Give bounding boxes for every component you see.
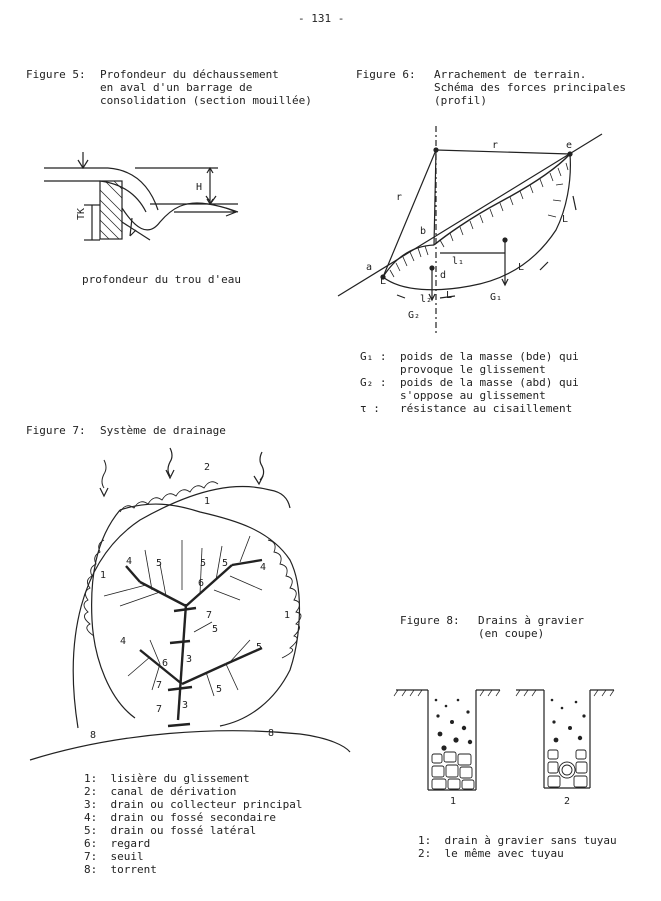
- fig8-diagram: [393, 689, 615, 791]
- fig6-legend-g2-text2: s'oppose au glissement: [400, 389, 546, 402]
- fig6-label-l1: l₁: [452, 256, 465, 267]
- fig8-caption-line-2: (en coupe): [478, 627, 545, 640]
- fig8-drain-label-2: 2: [564, 796, 571, 807]
- fig7-callout-6-b: 6: [162, 658, 169, 669]
- fig7-callout-7-b: 7: [156, 680, 163, 691]
- fig7-callout-5-b: 5: [200, 558, 207, 569]
- fig7-callout-5-e: 5: [256, 642, 263, 653]
- fig7-callout-3-b: 3: [182, 700, 189, 711]
- fig7-callout-8-a: 8: [90, 730, 97, 741]
- fig6-legend-g1-text2: provoque le glissement: [400, 363, 546, 376]
- fig7-legend-1: 1: lisière du glissement: [84, 772, 250, 785]
- fig7-callout-5-c: 5: [222, 558, 229, 569]
- fig7-legend-8: 8: torrent: [84, 863, 157, 876]
- fig8-caption-label: Figure 8:: [400, 614, 460, 627]
- fig5-caption-label: Figure 5:: [26, 68, 86, 81]
- fig6-caption-line-1: Arrachement de terrain.: [434, 68, 587, 81]
- fig7-callout-4-a: 4: [126, 556, 133, 567]
- fig7-callout-7-c: 7: [156, 704, 163, 715]
- fig8-legend-2: 2: le même avec tuyau: [418, 847, 564, 860]
- fig7-callout-2: 2: [204, 462, 211, 473]
- fig8-caption-line-1: Drains à gravier: [478, 614, 584, 627]
- fig5-caption-line-1: Profondeur du déchaussement: [100, 68, 279, 81]
- fig6-label-a: a: [366, 262, 373, 273]
- fig8-drain-label-1: 1: [450, 796, 457, 807]
- fig7-legend-4: 4: drain ou fossé secondaire: [84, 811, 277, 824]
- fig6-legend-tau-symbol: τ :: [360, 402, 380, 415]
- fig7-callout-4-c: 4: [120, 636, 127, 647]
- fig6-label-l-c: L: [518, 262, 525, 273]
- fig7-caption-text: Système de drainage: [100, 424, 226, 437]
- fig7-diagram: [29, 447, 351, 761]
- fig6-label-g1: G₁: [490, 292, 503, 303]
- fig5-caption-line-3: consolidation (section mouillée): [100, 94, 312, 107]
- fig7-legend-5: 5: drain ou fossé latéral: [84, 824, 257, 837]
- fig6-legend-g2-text: poids de la masse (abd) qui: [400, 376, 579, 389]
- fig6-legend-g1-text: poids de la masse (bde) qui: [400, 350, 579, 363]
- fig6-label-l2: l₂: [420, 294, 433, 305]
- fig7-legend-6: 6: regard: [84, 837, 151, 850]
- fig7-callout-5-f: 5: [216, 684, 223, 695]
- fig6-caption-label: Figure 6:: [356, 68, 416, 81]
- fig6-label-r-left: r: [396, 192, 403, 203]
- fig7-legend-2: 2: canal de dérivation: [84, 785, 237, 798]
- fig7-callout-1-left: 1: [100, 570, 107, 581]
- fig6-legend-g2-symbol: G₂ :: [360, 376, 387, 389]
- fig7-callout-1-right: 1: [284, 610, 291, 621]
- fig7-callout-5-d: 5: [212, 624, 219, 635]
- fig7-callout-4-b: 4: [260, 562, 267, 573]
- fig5-caption-line-2: en aval d'un barrage de: [100, 81, 253, 94]
- fig7-callout-3-a: 3: [186, 654, 193, 665]
- fig6-legend-g1-symbol: G₁ :: [360, 350, 387, 363]
- fig6-diagram: [337, 126, 603, 336]
- fig6-label-l-b: L: [446, 290, 453, 301]
- fig6-label-d: d: [440, 270, 447, 281]
- fig6-label-b: b: [420, 226, 427, 237]
- fig5-note: profondeur du trou d'eau: [82, 273, 241, 286]
- fig5-label-h: H: [196, 182, 203, 193]
- fig6-caption-line-2: Schéma des forces principales: [434, 81, 627, 94]
- page-number: - 131 -: [298, 12, 345, 25]
- fig6-label-l-a: L: [380, 276, 387, 287]
- fig7-callout-8-b: 8: [268, 728, 275, 739]
- fig7-callout-1-top: 1: [204, 496, 211, 507]
- fig7-legend-3: 3: drain ou collecteur principal: [84, 798, 303, 811]
- fig7-callout-5-a: 5: [156, 558, 163, 569]
- fig5-diagram: [44, 152, 239, 241]
- fig8-legend-1: 1: drain à gravier sans tuyau: [418, 834, 617, 847]
- fig7-callout-7-a: 7: [206, 610, 213, 621]
- fig6-caption-line-3: (profil): [434, 94, 487, 107]
- fig6-label-g2: G₂: [408, 310, 421, 321]
- fig6-legend-tau-text: résistance au cisaillement: [400, 402, 573, 415]
- fig7-legend-7: 7: seuil: [84, 850, 144, 863]
- fig5-label-tk: TK: [76, 207, 87, 220]
- fig7-caption-label: Figure 7:: [26, 424, 86, 437]
- fig6-label-l-d: L: [562, 214, 569, 225]
- fig7-callout-6-a: 6: [198, 578, 205, 589]
- fig6-label-r-top: r: [492, 140, 499, 151]
- fig6-label-e: e: [566, 140, 573, 151]
